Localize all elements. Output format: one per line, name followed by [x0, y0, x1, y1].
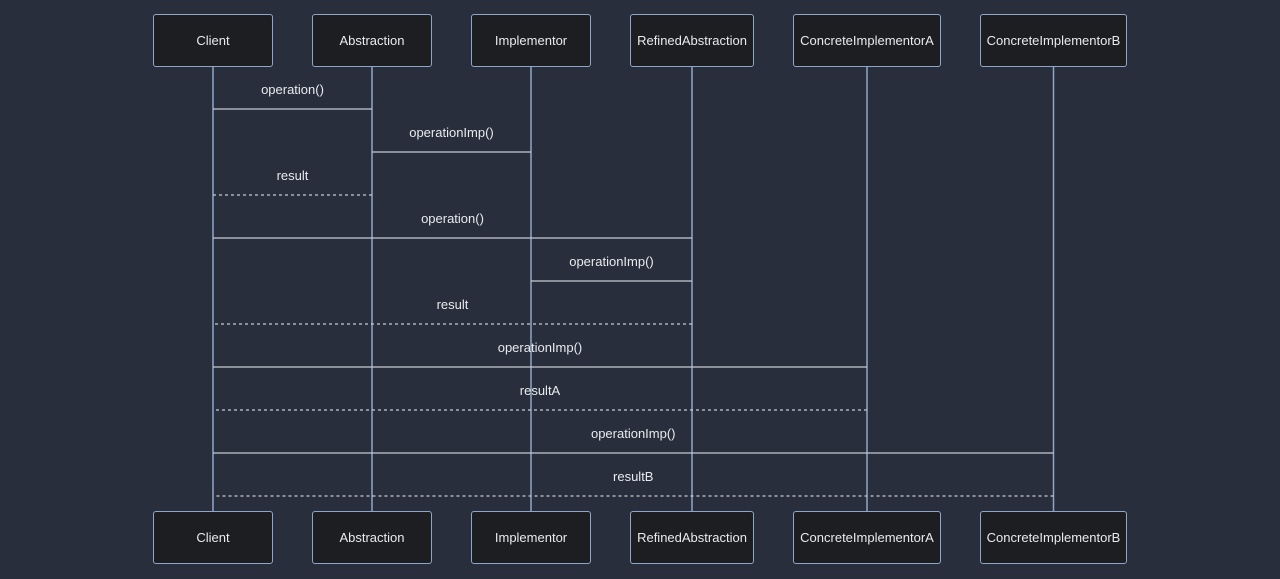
message-label-10: resultB	[613, 469, 654, 484]
participant-concreteB-bottom: ConcreteImplementorB	[980, 511, 1127, 564]
participant-client-bottom: Client	[153, 511, 273, 564]
participant-refined-top: RefinedAbstraction	[630, 14, 754, 67]
participant-concreteB-top: ConcreteImplementorB	[980, 14, 1127, 67]
participant-abstraction-bottom: Abstraction	[312, 511, 432, 564]
message-label-8: resultA	[519, 383, 561, 398]
message-label-1: operation()	[261, 82, 324, 97]
message-label-5: operationImp()	[569, 254, 654, 269]
message-label-4: operation()	[421, 211, 484, 226]
message-label-7: operationImp()	[497, 340, 583, 355]
participant-client-top: Client	[153, 14, 273, 67]
message-label-9: operationImp()	[590, 426, 676, 441]
participant-concreteA-bottom: ConcreteImplementorA	[793, 511, 941, 564]
participant-concreteA-top: ConcreteImplementorA	[793, 14, 941, 67]
message-label-6: result	[436, 297, 469, 312]
message-label-2: operationImp()	[409, 125, 494, 140]
participant-abstraction-top: Abstraction	[312, 14, 432, 67]
participant-implementor-bottom: Implementor	[471, 511, 591, 564]
participant-refined-bottom: RefinedAbstraction	[630, 511, 754, 564]
message-label-3: result	[276, 168, 309, 183]
participant-implementor-top: Implementor	[471, 14, 591, 67]
